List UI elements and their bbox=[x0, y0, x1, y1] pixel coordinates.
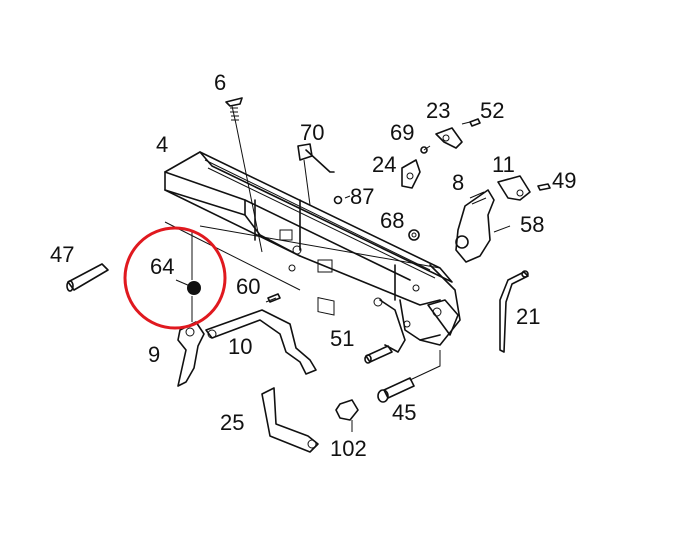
label-part-68: 68 bbox=[380, 208, 404, 233]
part-68-drawing bbox=[408, 229, 420, 241]
part-64-drawing bbox=[175, 232, 201, 322]
label-part-52: 52 bbox=[480, 98, 504, 123]
part-10-trigger-bar-drawing bbox=[205, 293, 317, 375]
label-part-9: 9 bbox=[148, 342, 160, 367]
label-part-69: 69 bbox=[390, 120, 414, 145]
label-part-87: 87 bbox=[350, 184, 374, 209]
label-part-60: 60 bbox=[236, 274, 260, 299]
part-47-pin-drawing bbox=[66, 263, 109, 292]
part-102-spring-drawing bbox=[335, 399, 359, 432]
label-part-25: 25 bbox=[220, 410, 244, 435]
label-part-6: 6 bbox=[214, 70, 226, 95]
part-45-drawing bbox=[377, 350, 441, 403]
label-part-21: 21 bbox=[516, 304, 540, 329]
part-24-drawing bbox=[401, 159, 421, 189]
label-part-70: 70 bbox=[300, 120, 324, 145]
part-9-trigger-drawing bbox=[177, 321, 205, 387]
part-23-drawing bbox=[420, 118, 481, 154]
part-11-drawing bbox=[497, 175, 551, 201]
part-51-pin-drawing bbox=[364, 345, 393, 364]
label-part-47: 47 bbox=[50, 242, 74, 267]
label-part-58: 58 bbox=[520, 212, 544, 237]
label-part-24: 24 bbox=[372, 152, 396, 177]
part-8-hammer-drawing bbox=[455, 189, 495, 263]
part-21-spring-drawing bbox=[499, 270, 529, 353]
part-87-pin-drawing bbox=[333, 195, 351, 205]
frame-part-drawing bbox=[164, 151, 461, 353]
label-part-11: 11 bbox=[492, 152, 515, 177]
label-part-23: 23 bbox=[426, 98, 450, 123]
part-70-spring-drawing bbox=[297, 143, 335, 206]
label-part-64: 64 bbox=[150, 254, 174, 279]
label-part-51: 51 bbox=[330, 326, 354, 351]
label-part-10: 10 bbox=[228, 334, 252, 359]
part-25-drawing bbox=[261, 387, 319, 453]
label-part-8: 8 bbox=[452, 170, 464, 195]
label-part-4: 4 bbox=[156, 132, 168, 157]
label-part-49: 49 bbox=[552, 168, 576, 193]
part-58-pin-drawing bbox=[493, 225, 511, 233]
part-6-screw-drawing bbox=[225, 97, 263, 253]
label-part-102: 102 bbox=[330, 436, 367, 461]
highlight-circle bbox=[123, 226, 227, 330]
label-part-45: 45 bbox=[392, 400, 416, 425]
part-labels: 6 4 70 69 23 52 24 11 87 8 49 68 58 47 6… bbox=[50, 70, 576, 461]
